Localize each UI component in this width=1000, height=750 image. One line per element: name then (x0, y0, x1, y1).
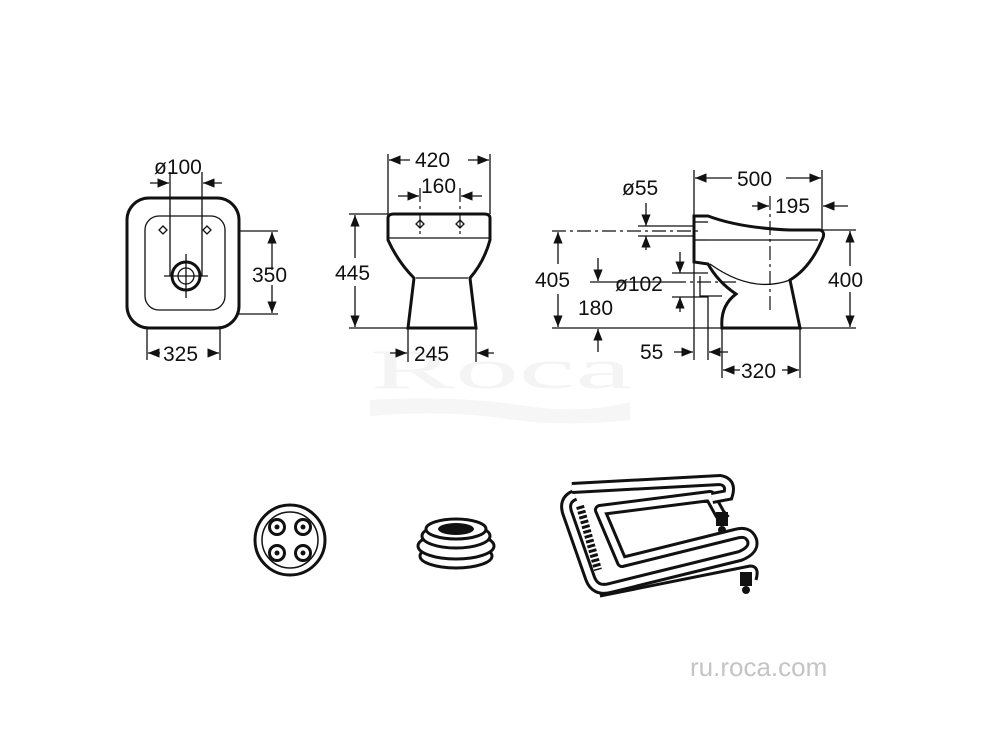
side-length-label: 500 (737, 168, 772, 191)
top-view: ø100 350 325 (125, 156, 287, 366)
toilet-side-outline (692, 214, 826, 330)
top-depth-label: 350 (252, 264, 287, 287)
toilet-front-outline (386, 212, 492, 330)
connection-sleeve-icon (416, 517, 496, 570)
side-height-label: 400 (828, 269, 863, 292)
side-outlet-offset-label: 195 (775, 195, 810, 218)
front-view: 420 160 445 245 (335, 149, 494, 366)
fixing-kit-icon (253, 503, 327, 577)
side-outlet-diameter-label: ø102 (615, 273, 663, 296)
side-view: 500 195 ø55 400 405 ø102 180 (535, 168, 863, 383)
bowl-top-inner (144, 215, 226, 311)
side-inlet-height-label: 405 (535, 269, 570, 292)
top-outlet-diameter-label: ø100 (154, 156, 202, 179)
svg-text:Roca: Roca (370, 339, 632, 401)
side-outlet-height-label: 180 (578, 297, 613, 320)
front-base-width-label: 245 (414, 343, 449, 366)
rim-support-icon (560, 473, 759, 598)
front-height-label: 445 (335, 262, 370, 285)
roca-watermark: Roca (370, 339, 632, 424)
top-width-label: 325 (163, 343, 198, 366)
side-inlet-diameter-label: ø55 (622, 177, 658, 200)
front-fixing-distance-label: 160 (421, 175, 456, 198)
front-width-label: 420 (415, 149, 450, 172)
side-base-length-label: 320 (741, 360, 776, 383)
toilet-top-outline (125, 196, 241, 330)
side-wall-offset-label: 55 (640, 341, 663, 364)
website-url: ru.roca.com (690, 652, 828, 682)
